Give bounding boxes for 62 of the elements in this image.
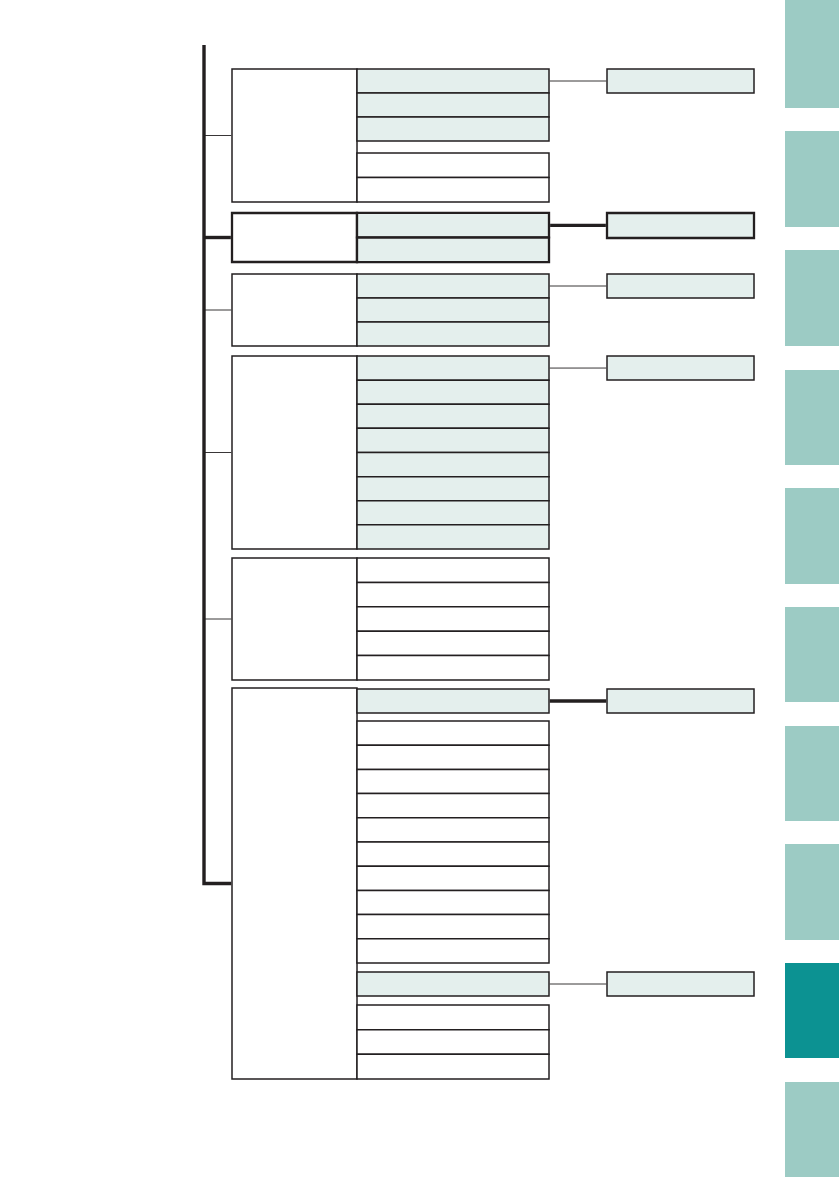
item-box	[356, 913, 550, 940]
item-box	[356, 297, 550, 323]
connector-line	[549, 285, 607, 287]
connector-line	[203, 452, 232, 453]
item-box	[356, 841, 550, 867]
item-box	[356, 865, 550, 892]
group-box	[231, 273, 358, 347]
item-box	[356, 630, 550, 657]
item-box	[356, 92, 550, 118]
item-box	[356, 1028, 550, 1056]
connector-line	[203, 135, 232, 136]
item-box	[356, 557, 550, 584]
item-box	[356, 524, 550, 550]
item-box	[356, 273, 550, 299]
connector-line	[203, 618, 232, 620]
option-box	[606, 688, 755, 714]
connector-line	[549, 367, 607, 369]
item-box	[356, 581, 550, 608]
item-box	[355, 211, 551, 239]
item-box	[356, 817, 550, 843]
item-box	[356, 889, 550, 916]
item-box	[356, 355, 550, 381]
option-box	[606, 971, 755, 997]
item-box	[356, 451, 550, 478]
group-box	[230, 211, 359, 264]
item-box	[356, 971, 550, 997]
item-box	[356, 744, 550, 771]
item-box	[356, 1053, 550, 1080]
item-box	[356, 379, 550, 405]
connector-line	[203, 309, 232, 311]
connector-line	[549, 983, 607, 985]
item-box	[356, 116, 550, 142]
item-box	[356, 176, 550, 203]
item-box	[356, 768, 550, 795]
tree-line	[202, 45, 232, 886]
group-box	[231, 557, 358, 681]
item-box	[356, 475, 550, 502]
item-box	[356, 654, 550, 681]
option-box	[606, 68, 755, 94]
item-box	[356, 720, 550, 746]
item-box	[356, 500, 550, 526]
item-box	[355, 236, 551, 264]
connector-line	[549, 699, 607, 703]
connector-line	[204, 235, 231, 240]
option-box	[606, 355, 755, 381]
group-box	[231, 68, 358, 203]
item-box	[356, 403, 550, 430]
item-box	[356, 68, 550, 94]
group-box	[231, 355, 358, 550]
item-box	[356, 688, 550, 714]
item-box	[356, 792, 550, 819]
option-box	[606, 273, 755, 299]
option-box	[605, 211, 756, 240]
item-box	[356, 427, 550, 454]
item-box	[356, 152, 550, 179]
item-box	[356, 321, 550, 347]
item-box	[356, 1004, 550, 1031]
item-box	[356, 606, 550, 632]
connector-line	[549, 80, 607, 82]
group-box	[231, 687, 358, 1080]
item-box	[356, 938, 550, 964]
connector-line	[550, 223, 606, 228]
